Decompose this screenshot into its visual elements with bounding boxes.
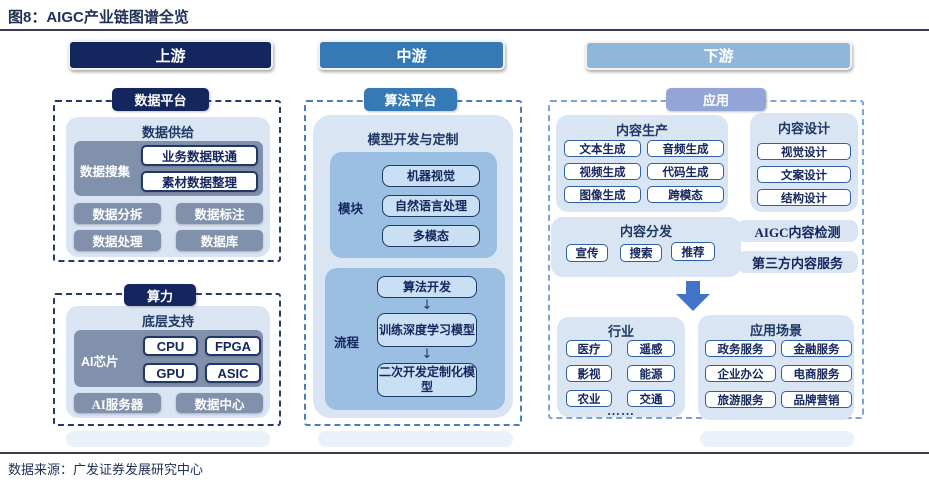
- down-arrow-icon: ↓: [421, 347, 433, 362]
- production-item: 文本生成: [564, 140, 641, 157]
- scenario-item: 政务服务: [705, 340, 776, 357]
- bottom-divider: [0, 452, 929, 454]
- stage-midstream: 中游: [318, 40, 505, 70]
- third-party-bar: 第三方内容服务: [737, 251, 858, 273]
- industry-item: 交通: [627, 390, 675, 407]
- process-step: 算法开发: [377, 276, 477, 298]
- distribution-item: 推荐: [671, 242, 715, 261]
- data-platform-badge: 数据平台: [112, 88, 209, 111]
- chip-box: FPGA: [205, 336, 261, 356]
- application-badge: 应用: [666, 88, 766, 111]
- scenario-item: 品牌营销: [781, 391, 852, 408]
- algorithm-platform-badge: 算法平台: [364, 88, 457, 111]
- production-item: 代码生成: [647, 163, 724, 180]
- industry-item: 农业: [566, 390, 612, 407]
- upstream-box: 数据分拆: [74, 203, 161, 224]
- distribution-item: 搜索: [620, 244, 662, 262]
- data-supply-title: 数据供给: [141, 125, 194, 140]
- content-production-title: 内容生产: [615, 123, 668, 138]
- scenario-item: 旅游服务: [705, 391, 776, 408]
- figure-title: 图8：AIGC产业链图谱全览: [8, 9, 189, 26]
- industry-item: 能源: [627, 365, 675, 382]
- industry-item: 医疗: [566, 340, 612, 357]
- design-item: 结构设计: [757, 189, 851, 206]
- ghost-shape: [318, 431, 513, 447]
- production-item: 音频生成: [647, 140, 724, 157]
- upstream-box: 数据处理: [74, 230, 161, 251]
- data-collect-item: 业务数据联通: [141, 145, 258, 166]
- module-group: 模块 机器视觉 自然语言处理 多模态: [330, 152, 497, 258]
- chip-box: CPU: [143, 336, 198, 356]
- module-item: 自然语言处理: [382, 195, 480, 217]
- ghost-shape: [66, 431, 270, 447]
- upstream-box: 数据库: [176, 230, 263, 251]
- content-design-title: 内容设计: [777, 121, 830, 136]
- industry-item: 影视: [566, 365, 612, 382]
- production-item: 跨模态: [647, 186, 724, 203]
- process-step: 训练深度学习模型: [377, 313, 477, 347]
- industries-ellipsis: ……: [607, 403, 635, 418]
- data-collect-label: 数据搜集: [80, 165, 131, 179]
- source-note: 数据来源：广发证券发展研究中心: [8, 462, 204, 477]
- scenarios-title: 应用场景: [749, 323, 802, 338]
- stage-downstream: 下游: [585, 41, 852, 70]
- design-item: 文案设计: [757, 166, 851, 183]
- chip-box: GPU: [143, 363, 198, 383]
- content-distribution-title: 内容分发: [619, 224, 672, 239]
- ai-chip-label: AI芯片: [81, 355, 119, 369]
- process-label: 流程: [334, 336, 360, 350]
- model-dev-title: 模型开发与定制: [367, 132, 459, 147]
- production-item: 视频生成: [564, 163, 641, 180]
- scenario-item: 电商服务: [781, 365, 852, 382]
- stage-upstream: 上游: [68, 40, 273, 70]
- base-support-title: 底层支持: [141, 314, 194, 329]
- down-arrow-icon: ↓: [421, 298, 433, 313]
- upstream-box: AI服务器: [74, 393, 161, 413]
- scenario-item: 企业办公: [705, 365, 776, 382]
- data-collect-group: 数据搜集 业务数据联通 素材数据整理: [74, 141, 263, 196]
- distribution-item: 宣传: [566, 244, 608, 262]
- industries-title: 行业: [607, 324, 634, 339]
- chip-box: ASIC: [205, 363, 261, 383]
- scenario-item: 金融服务: [781, 340, 852, 357]
- aigc-detection-bar: AIGC内容检测: [737, 220, 858, 242]
- module-label: 模块: [338, 202, 364, 216]
- module-item: 机器视觉: [382, 165, 480, 187]
- top-divider: [0, 29, 929, 31]
- production-item: 图像生成: [564, 186, 641, 203]
- process-group: 流程 算法开发 ↓ 训练深度学习模型 ↓ 二次开发定制化模型: [325, 268, 505, 410]
- ghost-shape: [700, 431, 854, 447]
- design-item: 视觉设计: [757, 143, 851, 160]
- ai-chip-group: AI芯片 CPU FPGA GPU ASIC: [74, 330, 263, 387]
- module-item: 多模态: [382, 225, 480, 247]
- data-collect-item: 素材数据整理: [141, 171, 258, 192]
- computing-badge: 算力: [124, 284, 196, 306]
- upstream-box: 数据标注: [176, 203, 263, 224]
- process-step: 二次开发定制化模型: [377, 363, 477, 397]
- upstream-box: 数据中心: [176, 393, 263, 413]
- big-down-arrow-icon: [676, 281, 710, 311]
- industry-item: 遥感: [627, 340, 675, 357]
